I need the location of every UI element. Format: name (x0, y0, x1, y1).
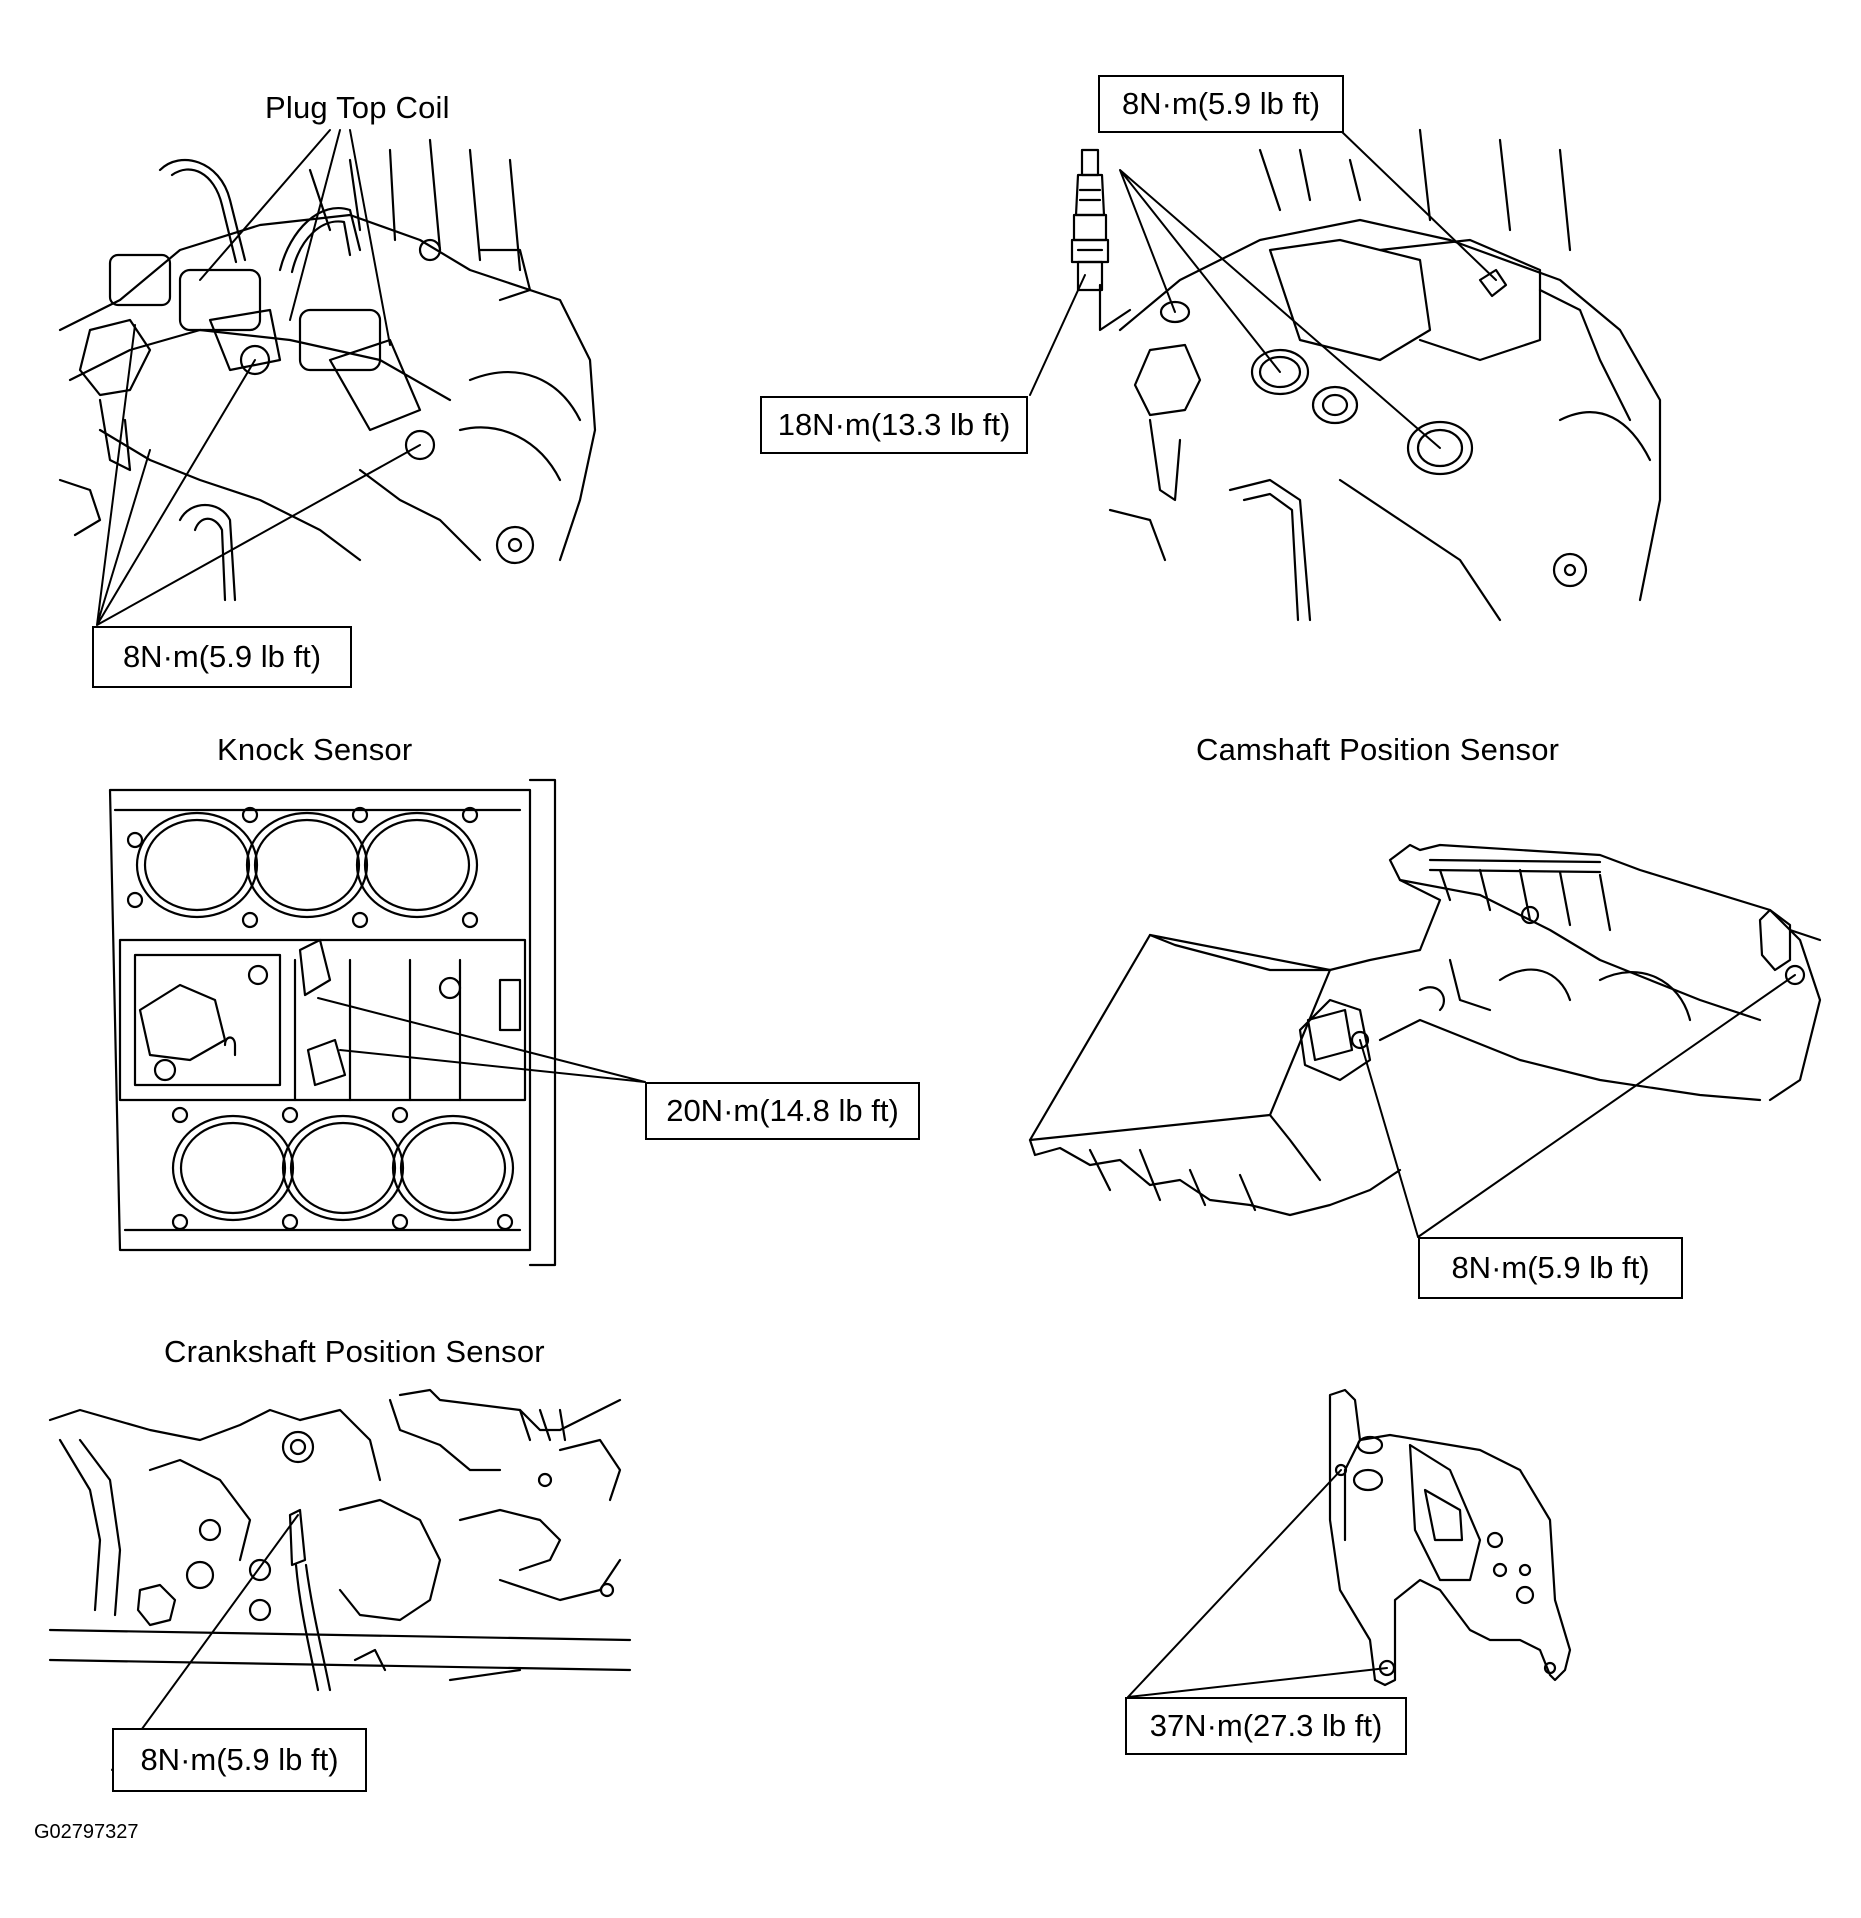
coil-leader-lines (96, 129, 421, 626)
plug-top-coil-title: Plug Top Coil (265, 90, 450, 125)
bracket-illustration (1328, 1388, 1572, 1687)
camshaft-leader-lines (1359, 974, 1796, 1238)
crankshaft-sensor-torque-label: 8N·m(5.9 lb ft) (112, 1728, 367, 1792)
crankshaft-leader-lines (111, 1514, 299, 1771)
spark-plug-leader-lines (1029, 129, 1497, 449)
spark-plug-torque-label: 18N·m(13.3 lb ft) (760, 396, 1028, 454)
crankshaft-sensor-title: Crankshaft Position Sensor (164, 1334, 545, 1369)
coil-bolt-top-right-torque-label: 8N·m(5.9 lb ft) (1098, 75, 1344, 133)
knock-sensor-torque-label: 20N·m(14.8 lb ft) (645, 1082, 920, 1140)
spark-plug-illustration (1070, 128, 1662, 622)
coil-bolts-torque-label: 8N·m(5.9 lb ft) (92, 626, 352, 688)
knock-sensor-title: Knock Sensor (217, 732, 413, 767)
knock-sensor-illustration (108, 778, 557, 1267)
knock-sensor-leader-lines (317, 997, 646, 1083)
bracket-leader-lines (1127, 1469, 1388, 1698)
crankshaft-sensor-illustration (48, 1388, 632, 1692)
figure-code: G02797327 (34, 1821, 139, 1843)
camshaft-sensor-illustration (1028, 843, 1822, 1217)
plug-top-coil-illustration (58, 138, 597, 602)
camshaft-sensor-torque-label: 8N·m(5.9 lb ft) (1418, 1237, 1683, 1299)
camshaft-sensor-title: Camshaft Position Sensor (1196, 732, 1560, 767)
bracket-torque-label: 37N·m(27.3 lb ft) (1125, 1697, 1407, 1755)
